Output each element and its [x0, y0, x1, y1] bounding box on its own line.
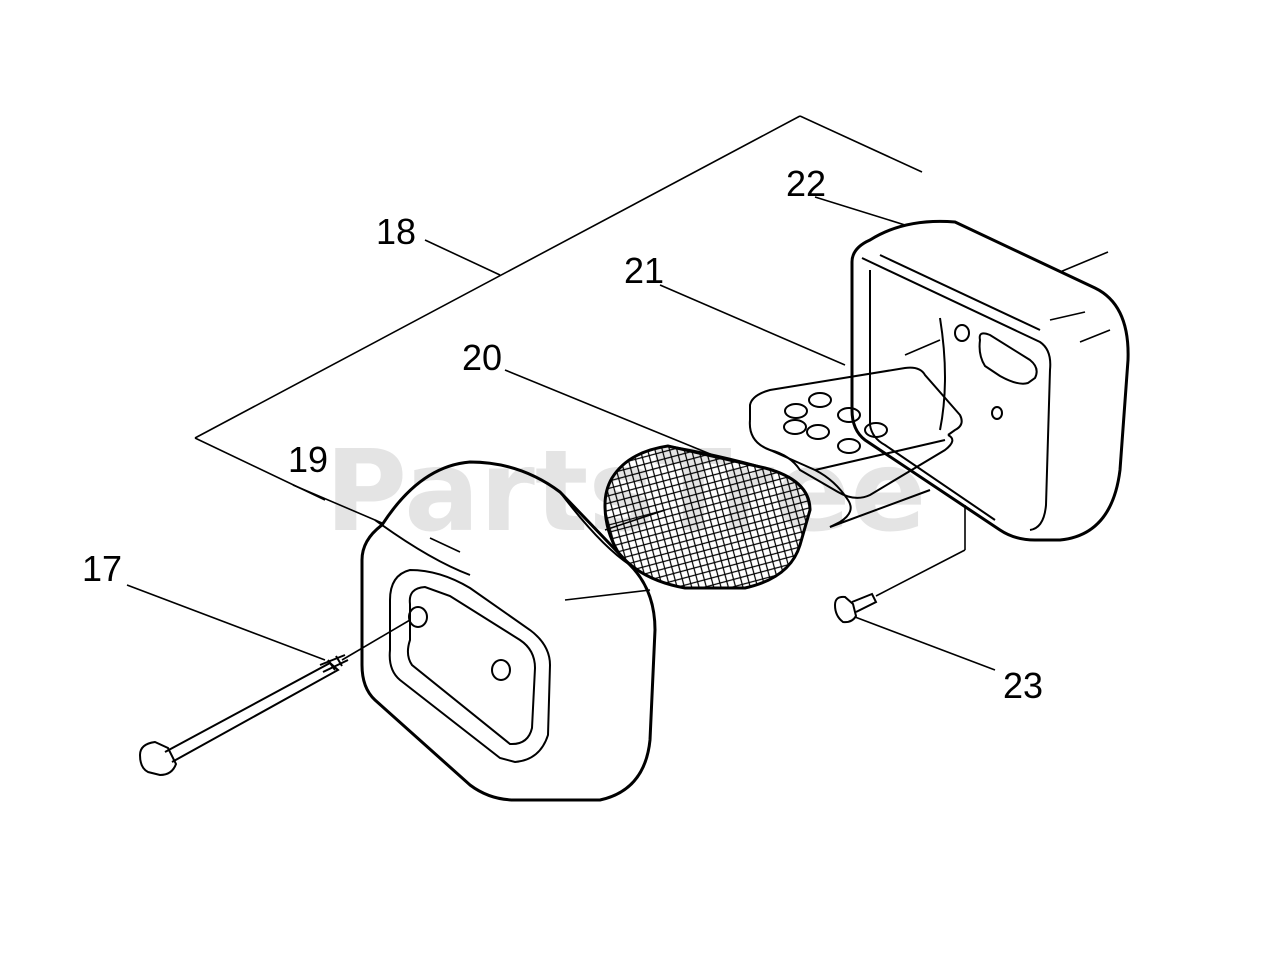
mesh-filter-part-20 [603, 444, 812, 590]
callout-21: 21 [624, 250, 664, 291]
callout-20: 20 [462, 337, 502, 378]
rear-cover-part-22 [850, 219, 1130, 542]
callout-17: 17 [82, 548, 122, 589]
bracket-part-21 [748, 366, 963, 528]
bolt-part-17 [138, 619, 411, 777]
screw-part-23 [833, 505, 966, 624]
callout-19: 19 [288, 439, 328, 480]
callout-23: 23 [1003, 665, 1043, 706]
leader-lines [126, 196, 996, 671]
callout-18: 18 [376, 211, 416, 252]
front-cover-part-19 [360, 460, 657, 802]
callout-22: 22 [786, 163, 826, 204]
